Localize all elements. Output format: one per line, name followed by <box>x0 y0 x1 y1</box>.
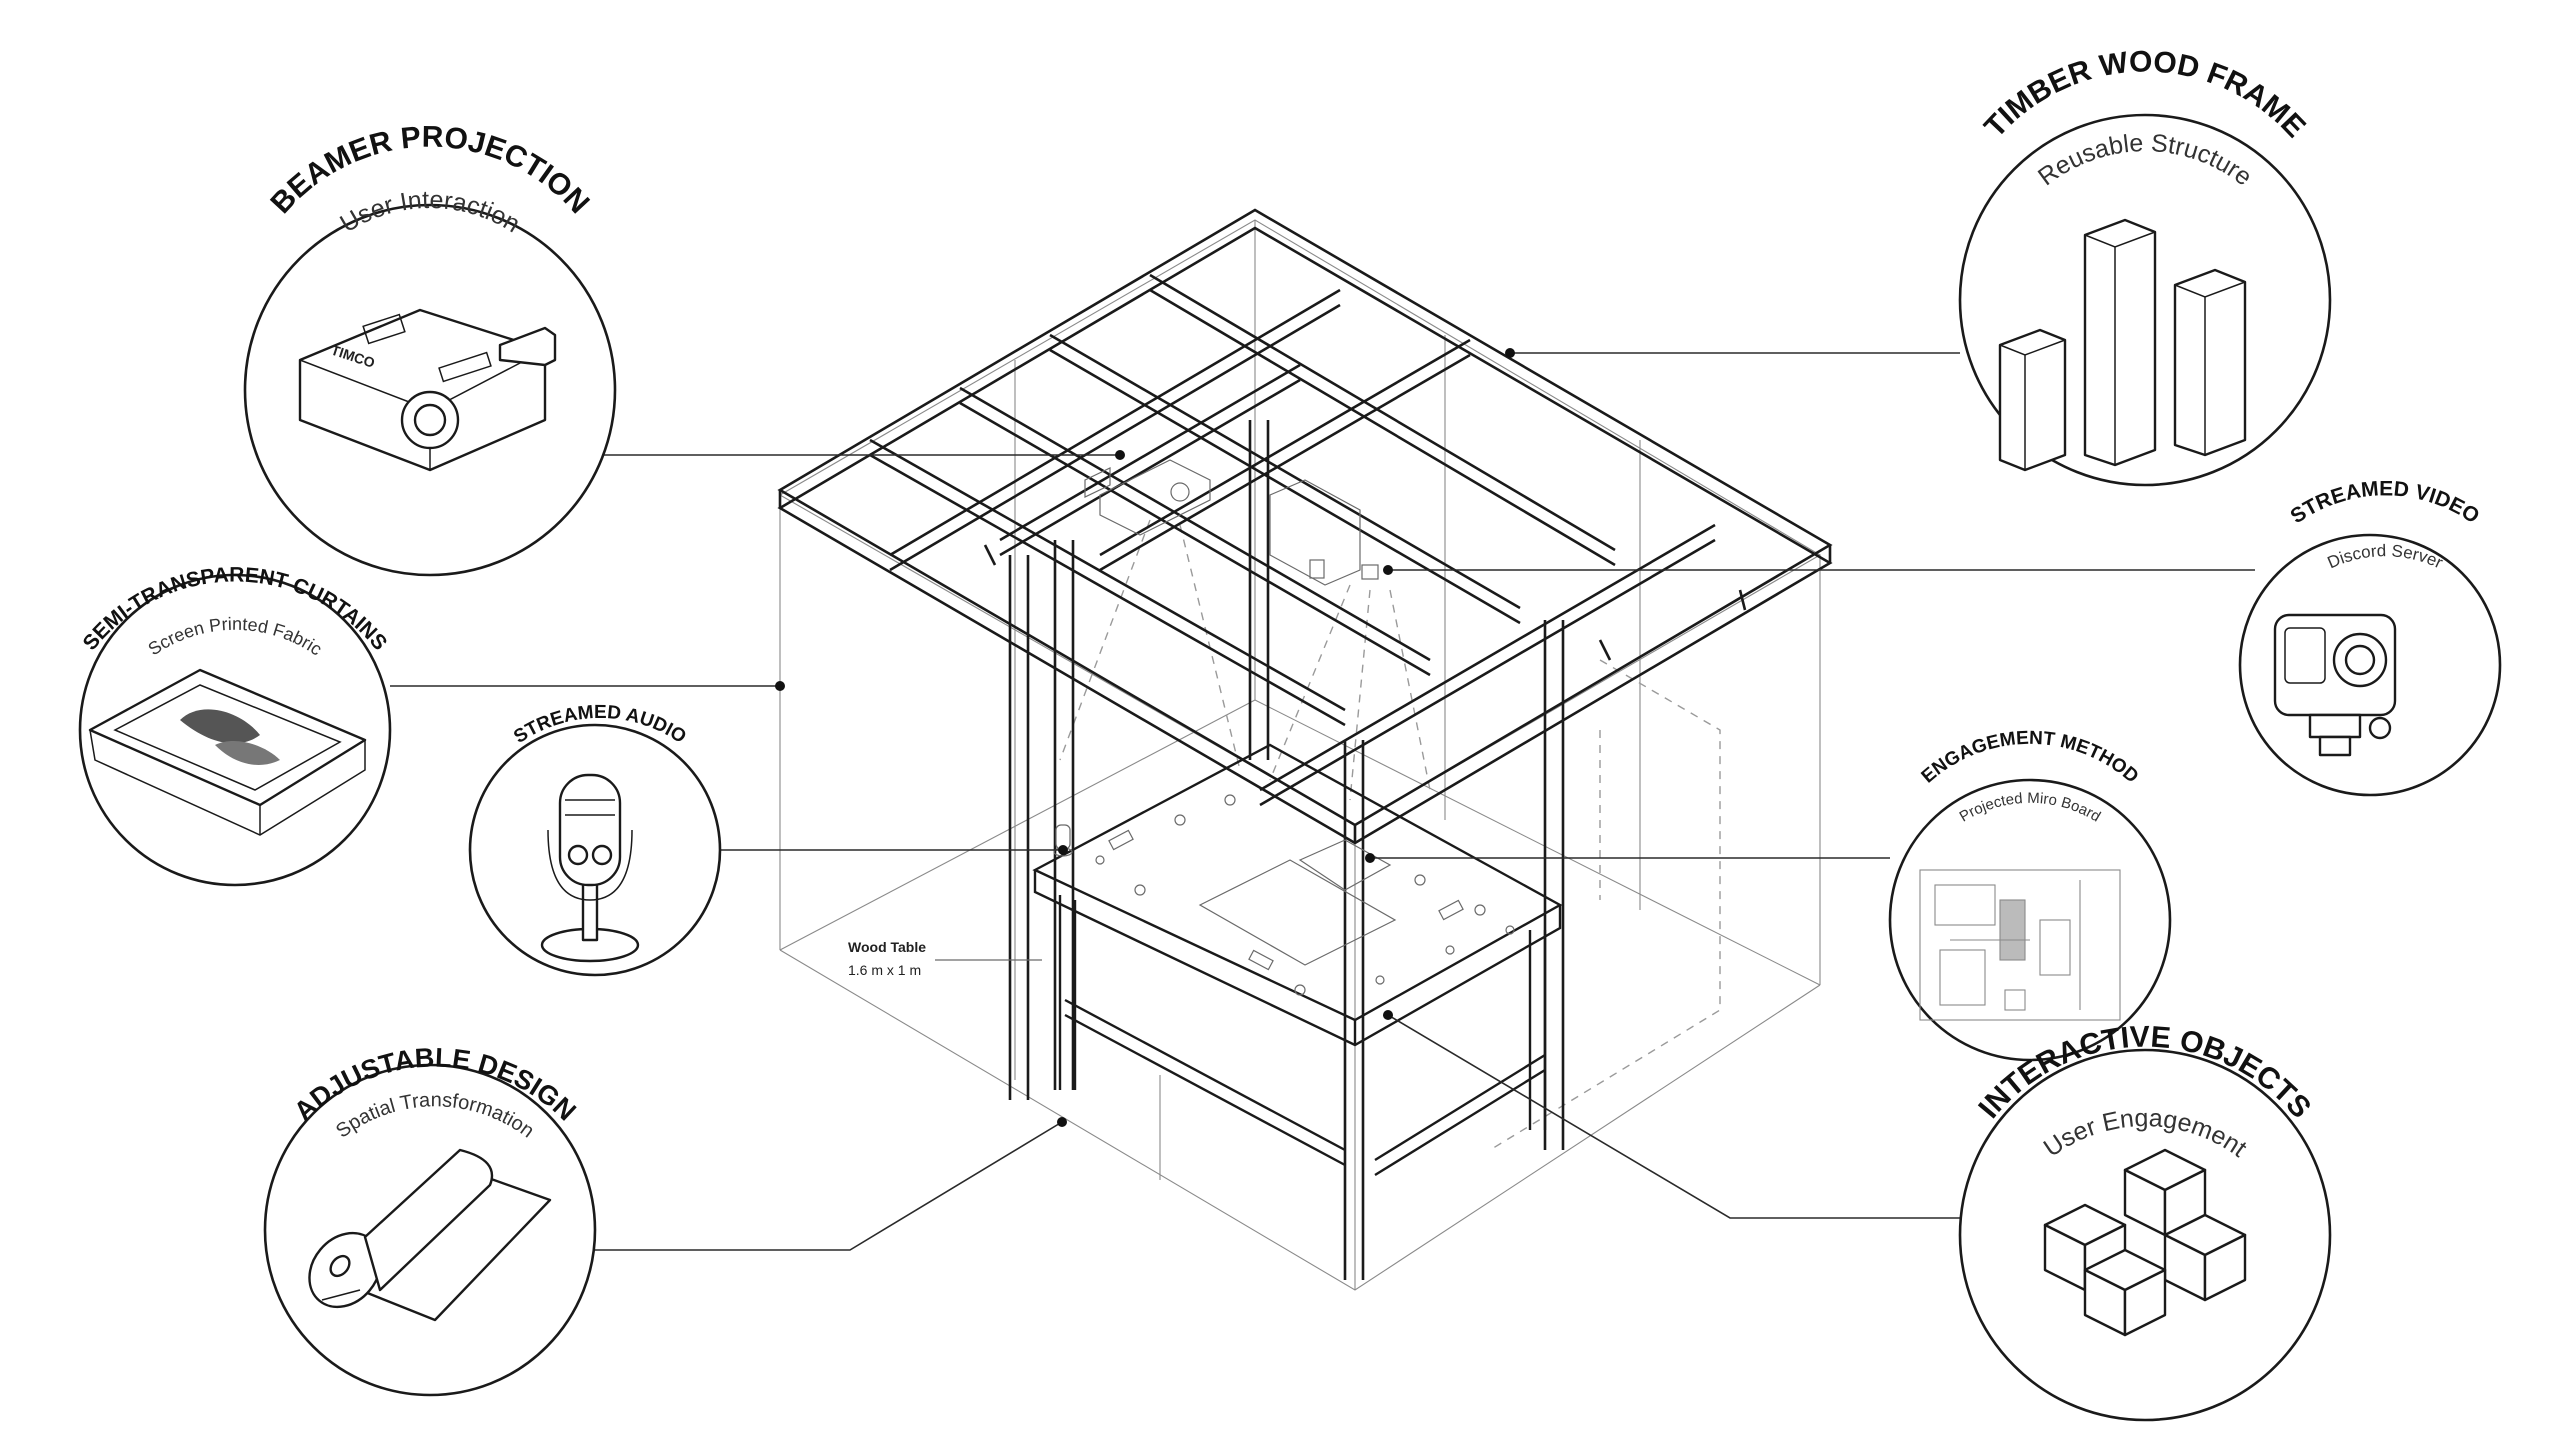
microphone-icon <box>540 773 640 963</box>
callout-engagement-method: ENGAGEMENT METHOD Projected Miro Board <box>1888 728 2172 1062</box>
leader-dot-engagement <box>1365 853 1375 863</box>
callout-streamed-video: STREAMED VIDEO Discord Server <box>2238 477 2502 797</box>
callout-circle <box>1888 778 2172 1062</box>
svg-text:STREAMED VIDEO: STREAMED VIDEO <box>2286 477 2483 528</box>
fabric-tray-icon <box>88 668 367 836</box>
leader-dot-timber <box>1505 348 1515 358</box>
leader-dot-audio <box>1058 845 1068 855</box>
action-camera-icon <box>2273 613 2397 757</box>
callout-semi-transparent-curtains: SEMI-TRANSPARENT CURTAINS Screen Printed… <box>79 563 391 887</box>
table-top-objects <box>1095 794 1515 996</box>
leader-interactive <box>1387 1014 1975 1219</box>
fabric-roll-icon <box>308 1148 552 1322</box>
callout-circle <box>1958 1048 2332 1422</box>
leader-lines <box>390 348 2255 1251</box>
leader-dot-adjustable <box>1057 1117 1067 1127</box>
leader-dot-curtains <box>775 681 785 691</box>
callout-adjustable-design: ADJUSTABLE DESIGN Spatial Transformation <box>263 1042 597 1397</box>
wood-table <box>1032 743 1563 1177</box>
table-label-size: 1.6 m x 1 m <box>848 962 921 978</box>
mounted-projector <box>1084 459 1211 536</box>
miro-board-icon <box>1919 869 2121 1021</box>
callout-title: ENGAGEMENT METHOD <box>1918 728 2143 788</box>
table-label-name: Wood Table <box>848 939 926 955</box>
callout-beamer-projection: BEAMER PROJECTION User Interaction TIMCO <box>243 121 617 577</box>
timber-frame-structure: Wood Table 1.6 m x 1 m <box>777 208 1833 1291</box>
leader-dot-beamer <box>1115 450 1125 460</box>
leader-adjustable <box>580 1121 1063 1251</box>
mounted-camera <box>1269 479 1379 586</box>
callout-interactive-objects: INTERACTIVE OBJECTS User Engagement <box>1958 1020 2332 1422</box>
leader-dot-interactive <box>1383 1010 1393 1020</box>
posts <box>1008 420 1565 1280</box>
curtain-volume <box>778 219 1822 1291</box>
projector-icon: TIMCO <box>298 308 557 472</box>
cubes-icon <box>2043 1148 2247 1337</box>
projection-rays <box>1059 519 1721 1151</box>
svg-text:ENGAGEMENT METHOD: ENGAGEMENT METHOD <box>1918 728 2143 788</box>
leader-dot-video <box>1383 565 1393 575</box>
callout-title: STREAMED VIDEO <box>2286 477 2483 528</box>
callout-streamed-audio: STREAMED AUDIO <box>468 702 722 977</box>
roof-frame <box>777 208 1833 845</box>
timber-beams-icon <box>1998 218 2247 472</box>
callout-timber-wood-frame: TIMBER WOOD FRAME Reusable Structure <box>1958 45 2332 487</box>
